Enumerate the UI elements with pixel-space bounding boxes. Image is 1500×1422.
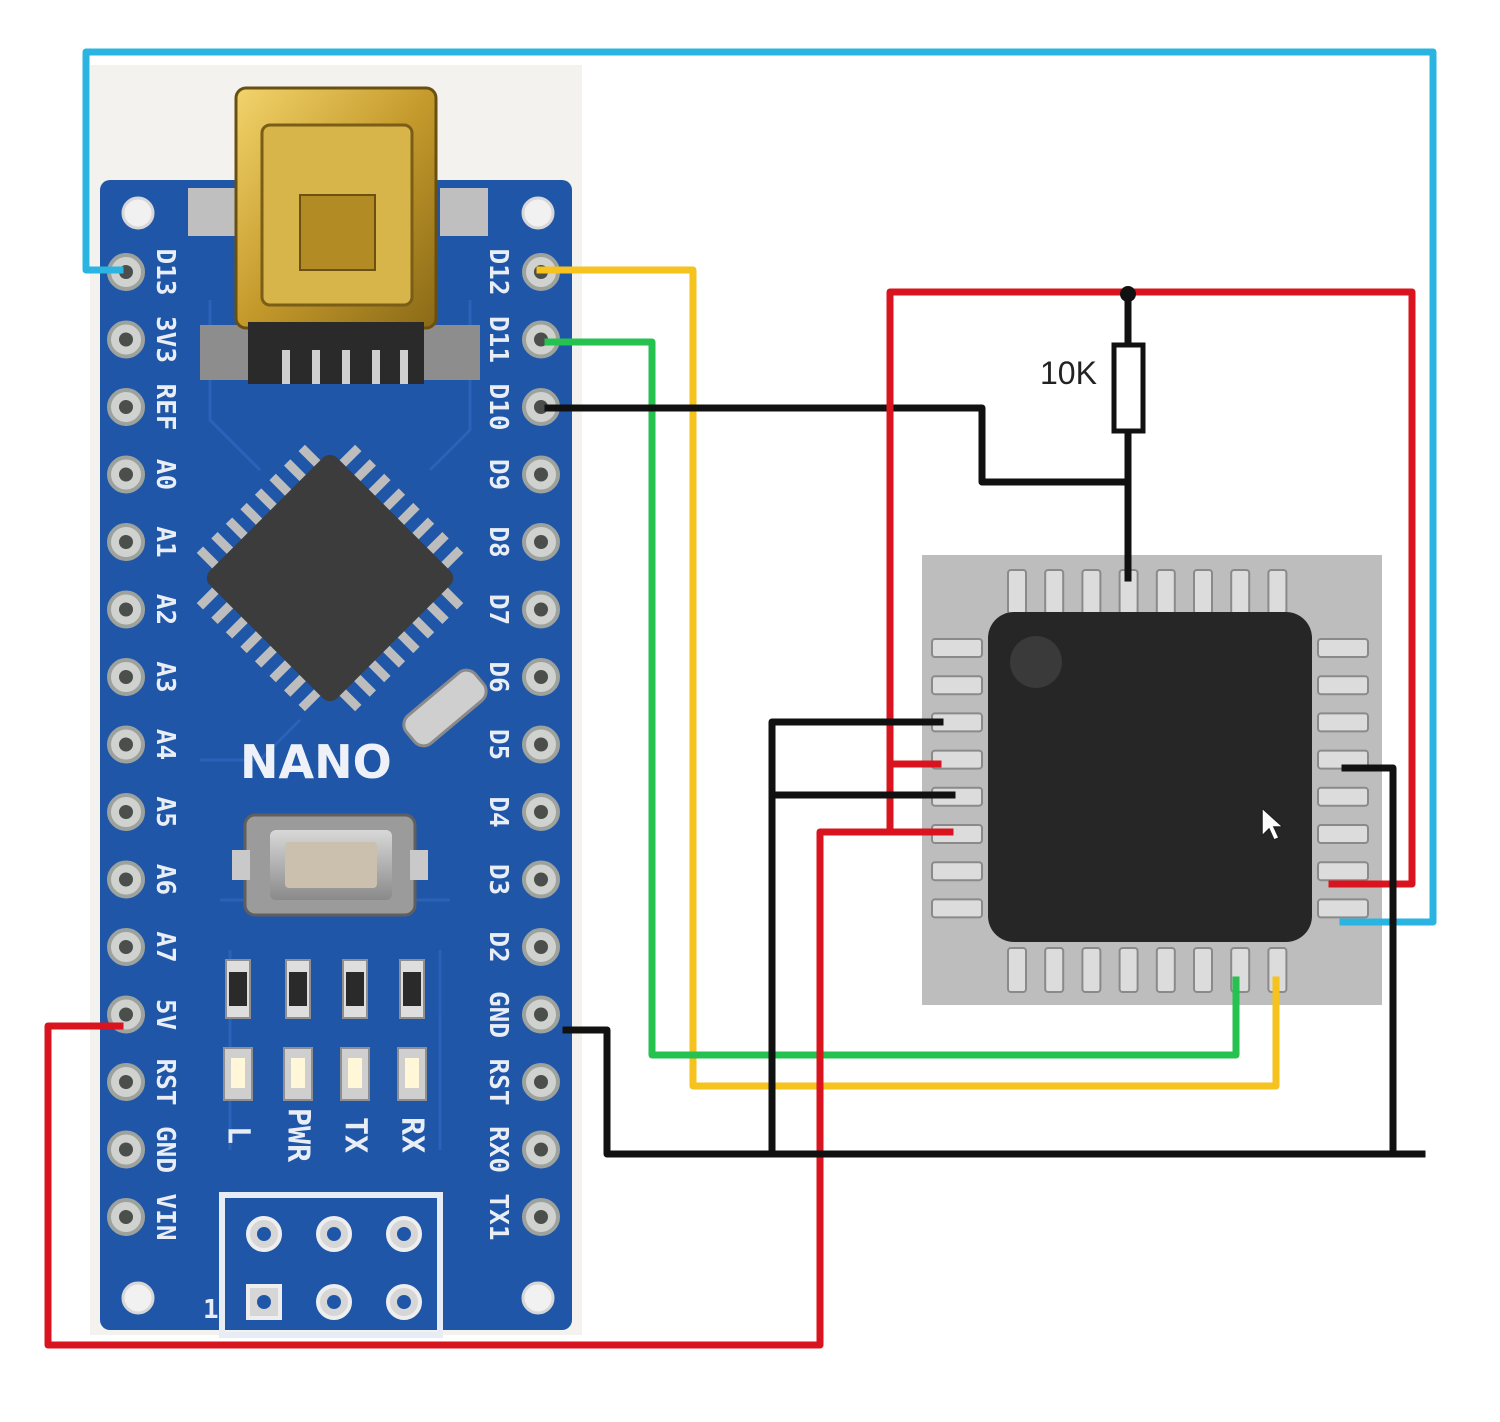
board-name-label: NANO bbox=[240, 735, 392, 789]
resistor-label: 10K bbox=[1040, 355, 1097, 391]
left-pin-label: A3 bbox=[150, 661, 180, 692]
wire-yellow-d12 bbox=[536, 266, 1280, 1090]
right-pin-label: D7 bbox=[483, 594, 513, 625]
status-led-area: L PWR TX RX bbox=[221, 959, 430, 1163]
right-pin-label: D12 bbox=[483, 249, 513, 296]
right-pin-label: D9 bbox=[483, 459, 513, 490]
left-pin-label: 3V3 bbox=[150, 316, 180, 363]
junction-dot bbox=[1120, 286, 1136, 302]
target-chip-body bbox=[988, 612, 1312, 942]
right-pin-label: D8 bbox=[483, 526, 513, 557]
wire-black-gnd-left-1 bbox=[768, 718, 944, 1158]
left-pin-label: A5 bbox=[150, 796, 180, 827]
left-pin-label: A7 bbox=[150, 931, 180, 962]
left-pin-label: 5V bbox=[150, 999, 180, 1030]
board-mcu-chip bbox=[196, 444, 464, 712]
left-pin-label: REF bbox=[150, 384, 180, 431]
mounting-hole bbox=[521, 1281, 555, 1315]
wire-red-5v bbox=[44, 828, 954, 1349]
icsp-pin1-label: 1 bbox=[203, 1295, 219, 1325]
right-pin-label: GND bbox=[483, 991, 513, 1038]
led-label: TX bbox=[338, 1117, 373, 1153]
right-pin-label: D6 bbox=[483, 661, 513, 692]
left-pin-label: A4 bbox=[150, 729, 180, 760]
usb-connector bbox=[188, 86, 488, 384]
right-pin-label: D11 bbox=[483, 316, 513, 363]
left-pin-label: A0 bbox=[150, 459, 180, 490]
led-label: L bbox=[221, 1126, 256, 1144]
led-label: RX bbox=[395, 1117, 430, 1153]
wire-red-vcc-top bbox=[886, 288, 1416, 888]
resistor-10k bbox=[1111, 342, 1146, 434]
wire-green-d11 bbox=[544, 338, 1240, 1059]
led-label: PWR bbox=[281, 1108, 316, 1163]
right-pin-label: D5 bbox=[483, 729, 513, 760]
wire-black-gnd-main bbox=[562, 1026, 1426, 1158]
left-pin-label: VIN bbox=[150, 1194, 180, 1241]
mounting-hole bbox=[121, 196, 155, 230]
wire-black-d10 bbox=[544, 404, 1132, 486]
left-pin-label: GND bbox=[150, 1126, 180, 1173]
mounting-holes bbox=[121, 196, 555, 1315]
left-pin-label: RST bbox=[150, 1059, 180, 1106]
right-pin-label: D4 bbox=[483, 796, 513, 827]
left-pin-label: A2 bbox=[150, 594, 180, 625]
mouse-cursor-icon bbox=[1261, 806, 1285, 841]
right-pin-label: D2 bbox=[483, 931, 513, 962]
target-chip-pads bbox=[931, 569, 1369, 993]
left-pin-label: A1 bbox=[150, 526, 180, 557]
right-pin-label: RX0 bbox=[483, 1126, 513, 1173]
left-pin-label: A6 bbox=[150, 864, 180, 895]
connection-wires bbox=[44, 48, 1437, 1349]
mounting-hole bbox=[121, 1281, 155, 1315]
reset-button bbox=[232, 813, 428, 917]
left-pin-label: D13 bbox=[150, 249, 180, 296]
icsp-header: 1 bbox=[203, 1192, 443, 1338]
right-pin-label: D10 bbox=[483, 384, 513, 431]
nano-pcb bbox=[100, 180, 572, 1330]
pin1-marker bbox=[1010, 636, 1062, 688]
crystal-oscillator bbox=[402, 668, 488, 748]
wire-black-gnd-right bbox=[1341, 764, 1397, 1158]
right-pin-label: D3 bbox=[483, 864, 513, 895]
right-pin-label: TX1 bbox=[483, 1194, 513, 1241]
right-pin-label: RST bbox=[483, 1059, 513, 1106]
mounting-hole bbox=[521, 196, 555, 230]
wire-blue-d13 bbox=[82, 48, 1437, 926]
